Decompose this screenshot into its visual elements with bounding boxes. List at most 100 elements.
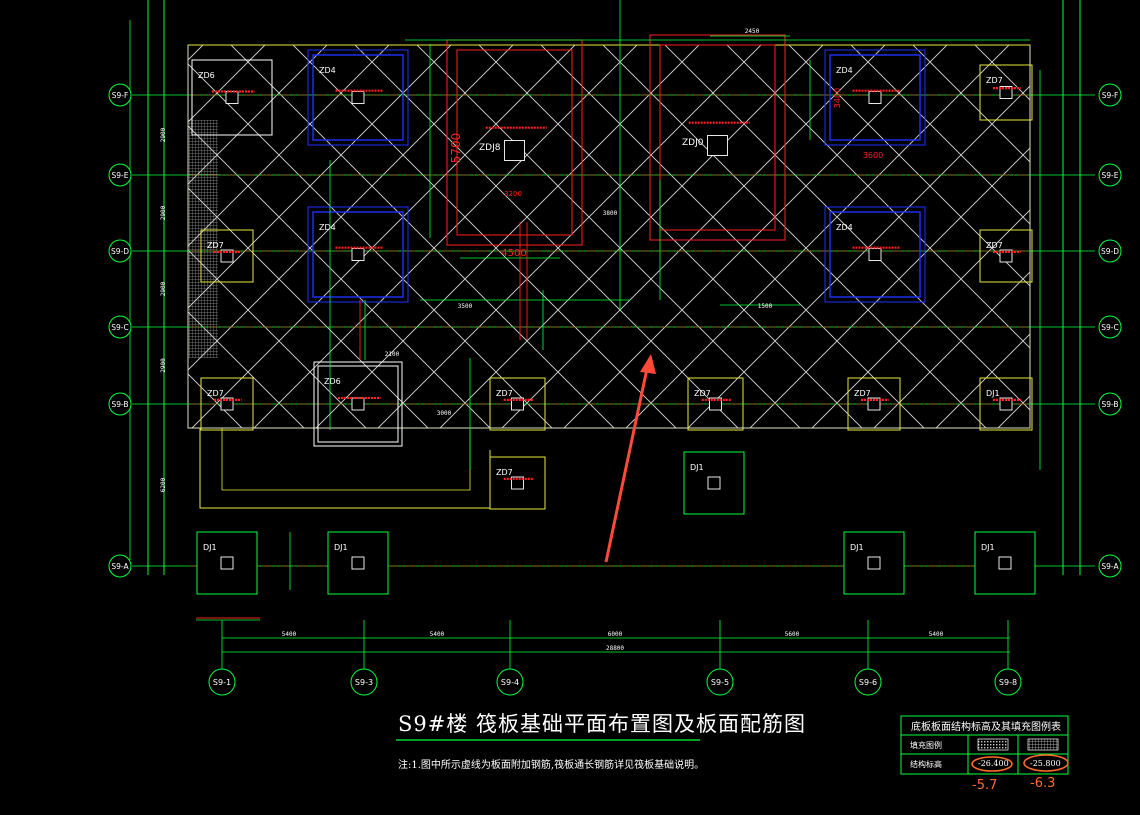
axis-label-row-r-3: S9-C bbox=[1101, 323, 1118, 332]
footing-14: ZD7 bbox=[687, 377, 744, 431]
row-dim-1: 2900 bbox=[160, 205, 167, 220]
footing-label-19: DJ1 bbox=[690, 463, 704, 472]
axis-bubble-row-r-2: S9-D bbox=[1098, 239, 1122, 263]
axis-label-col-4: S9-6 bbox=[859, 678, 877, 687]
legend-value-2: -25.800 bbox=[1030, 759, 1061, 768]
footing-18: DJ1 bbox=[327, 531, 389, 595]
dim-2100: 2100 bbox=[385, 351, 400, 358]
footing-label-12: ZD7 bbox=[496, 389, 513, 398]
footing-11: ZD7 bbox=[200, 377, 254, 431]
axis-bubble-row-r-0: S9-F bbox=[1098, 83, 1122, 107]
footing-label-13: ZD7 bbox=[496, 468, 513, 477]
footing-label-7: ZD4 bbox=[319, 223, 336, 232]
axis-label-row-r-0: S9-F bbox=[1102, 91, 1119, 100]
axis-label-row-l-2: S9-D bbox=[111, 247, 129, 256]
drawing-note: 注:1.图中所示虚线为板面附加钢筋,筏板通长钢筋详见筏板基础说明。 bbox=[398, 760, 705, 771]
axis-bubble-row-l-1: S9-E bbox=[108, 163, 132, 187]
axis-label-row-r-1: S9-E bbox=[1102, 171, 1119, 180]
legend-row2-label: 结构标高 bbox=[910, 760, 942, 769]
axis-label-col-0: S9-1 bbox=[213, 678, 231, 687]
dim-5700: 5700 bbox=[449, 133, 463, 164]
footing-20: DJ1 bbox=[843, 531, 905, 595]
axis-bubble-row-r-5: S9-A bbox=[1098, 554, 1122, 578]
axis-label-row-l-3: S9-C bbox=[111, 323, 128, 332]
footing-10: ZD6 bbox=[313, 361, 403, 447]
footing-9: ZD7 bbox=[979, 229, 1033, 283]
dimension-texts: 5400 5400 6000 5600 5400 28800 2450 3800… bbox=[282, 28, 944, 652]
footing-label-9: ZD7 bbox=[986, 241, 1003, 250]
axis-bubble-row-l-0: S9-F bbox=[108, 83, 132, 107]
reinforcement-lines bbox=[196, 222, 528, 619]
frame-lines bbox=[147, 0, 1081, 575]
raft-slab bbox=[187, 44, 1031, 509]
footing-7: ZD4 bbox=[307, 206, 409, 303]
footing-label-4: ZD4 bbox=[836, 66, 853, 75]
dim-3200: 3200 bbox=[504, 190, 522, 198]
footing-15: ZD7 bbox=[847, 377, 901, 431]
footing-1: ZD4 bbox=[307, 49, 409, 146]
row-dim-2: 2900 bbox=[160, 281, 167, 296]
axis-bubble-col-2: S9-4 bbox=[496, 668, 524, 696]
axis-label-col-2: S9-4 bbox=[501, 678, 519, 687]
red-arrow-annotation bbox=[604, 354, 656, 563]
footing-6: ZD7 bbox=[979, 64, 1033, 121]
handwritten-annotation-2: -6.3 bbox=[1030, 776, 1056, 791]
dim-total: 28800 bbox=[606, 645, 624, 652]
dim-5400-c: 5400 bbox=[929, 631, 944, 638]
axis-label-row-l-0: S9-F bbox=[112, 91, 129, 100]
axis-bubble-row-l-5: S9-A bbox=[108, 554, 132, 578]
axis-label-col-5: S9-8 bbox=[999, 678, 1017, 687]
footing-label-17: DJ1 bbox=[203, 543, 217, 552]
footing-label-6: ZD7 bbox=[986, 76, 1003, 85]
big-dimension-texts: 5700 4500 3200 3400 3600 bbox=[449, 88, 883, 259]
dim-5600: 5600 bbox=[785, 631, 800, 638]
footing-19: DJ1 bbox=[683, 451, 745, 515]
axis-label-row-l-4: S9-B bbox=[111, 400, 128, 409]
legend-value-1: -26.400 bbox=[978, 759, 1009, 768]
axis-bubble-col-3: S9-5 bbox=[706, 668, 734, 696]
footing-12: ZD7 bbox=[489, 377, 546, 431]
dim-1500: 1500 bbox=[758, 303, 773, 310]
footing-label-10: ZD6 bbox=[324, 377, 341, 386]
axis-bubbles: S9-F S9-F S9-E S9-E S9-D S9-D S9-C S9-C S9-B S9-B… bbox=[108, 83, 1122, 696]
footing-label-20: DJ1 bbox=[850, 543, 864, 552]
axis-bubble-row-r-1: S9-E bbox=[1098, 163, 1122, 187]
legend-title: 底板板面结构标高及其填充图例表 bbox=[911, 722, 1061, 733]
dim-3000: 3000 bbox=[437, 410, 452, 417]
footing-17: DJ1 bbox=[196, 531, 258, 595]
axis-bubble-row-r-4: S9-B bbox=[1098, 392, 1122, 416]
footing-label-1: ZD4 bbox=[319, 66, 336, 75]
footing-label-18: DJ1 bbox=[334, 543, 348, 552]
dim-3400: 3400 bbox=[833, 88, 842, 108]
footing-21: DJ1 bbox=[974, 531, 1036, 595]
row-dim-4: 6200 bbox=[160, 477, 167, 492]
footing-label-2: ZDJ8 bbox=[479, 143, 501, 153]
footing-16: DJ1 bbox=[979, 377, 1033, 431]
footing-label-11: ZD7 bbox=[207, 389, 224, 398]
axis-label-col-1: S9-3 bbox=[355, 678, 373, 687]
handwritten-annotation-1: -5.7 bbox=[972, 778, 998, 793]
footing-label-3: ZDJ0 bbox=[682, 138, 704, 148]
axis-label-row-r-4: S9-B bbox=[1101, 400, 1118, 409]
axis-bubble-row-l-3: S9-C bbox=[108, 315, 132, 339]
footing-5: ZD7 bbox=[200, 229, 254, 283]
dimension-lines bbox=[129, 0, 1041, 653]
dim-4500: 4500 bbox=[501, 248, 526, 259]
axis-label-row-r-2: S9-D bbox=[1101, 247, 1119, 256]
footing-label-8: ZD4 bbox=[836, 223, 853, 232]
footing-label-0: ZD6 bbox=[198, 71, 215, 80]
footing-13: ZD7 bbox=[489, 456, 546, 510]
dim-3600: 3600 bbox=[863, 151, 883, 160]
axis-bubble-row-r-3: S9-C bbox=[1098, 315, 1122, 339]
axis-bubble-col-1: S9-3 bbox=[350, 668, 378, 696]
axis-label-row-r-5: S9-A bbox=[1101, 562, 1119, 571]
footing-8: ZD4 bbox=[824, 206, 926, 303]
footing-label-15: ZD7 bbox=[854, 389, 871, 398]
footing-label-21: DJ1 bbox=[981, 543, 995, 552]
axis-bubble-col-0: S9-1 bbox=[208, 668, 236, 696]
dim-3800: 3800 bbox=[603, 210, 618, 217]
legend-row1-label: 填充图例 bbox=[910, 741, 942, 750]
